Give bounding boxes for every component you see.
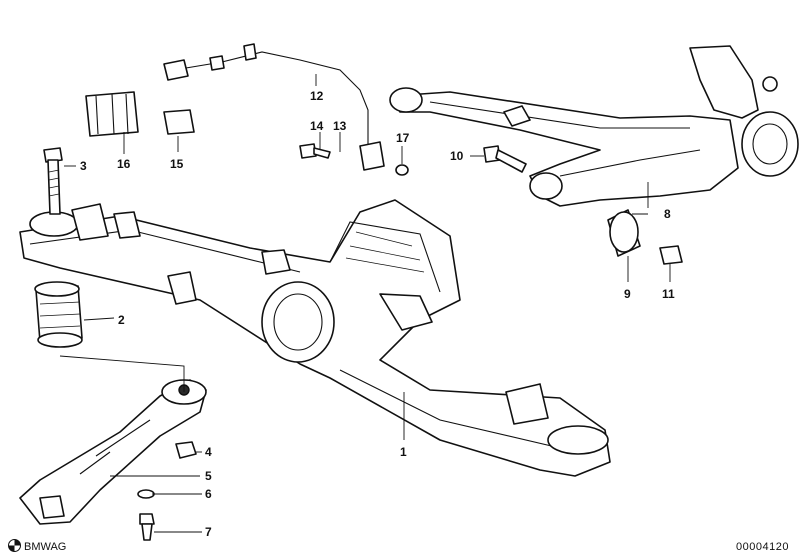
callout-13: 13 (333, 119, 347, 133)
callout-2: 2 (118, 313, 125, 327)
washer-6 (137, 489, 155, 499)
callout-3: 3 (80, 159, 87, 173)
bolt-14 (299, 143, 331, 159)
callout-5: 5 (205, 469, 212, 483)
callout-10: 10 (450, 149, 464, 163)
clip-15 (163, 109, 195, 135)
bolt-3 (43, 147, 63, 215)
axle-carrier (19, 199, 611, 477)
sensor-cable-12 (163, 43, 369, 148)
callout-16: 16 (117, 157, 131, 171)
callout-15: 15 (170, 157, 184, 171)
callout-4: 4 (205, 445, 212, 459)
ring-17 (395, 164, 409, 176)
callout-9: 9 (624, 287, 631, 301)
nut-11 (659, 245, 683, 265)
clip-16 (85, 91, 139, 137)
callout-7: 7 (205, 525, 212, 539)
trailing-arm (389, 45, 799, 207)
callout-14: 14 (310, 119, 324, 133)
sensor-13 (359, 141, 385, 171)
leader-lines (59, 74, 671, 533)
callout-8: 8 (664, 207, 671, 221)
bolt-7 (139, 513, 155, 541)
brand-footer: BMWAG (8, 539, 66, 553)
bmw-logo-icon (8, 539, 21, 552)
bolt-10 (483, 145, 527, 173)
callout-labels: 1 2 3 4 5 6 7 8 9 10 11 12 13 14 15 16 1… (80, 89, 675, 539)
nut-4 (175, 441, 197, 459)
callout-6: 6 (205, 487, 212, 501)
bushing-9 (607, 209, 641, 257)
brand-name: BMWAG (24, 541, 67, 553)
diagram-number: 00004120 (736, 541, 789, 553)
bracket-5 (19, 379, 207, 525)
callout-12: 12 (310, 89, 324, 103)
callout-17: 17 (396, 131, 410, 145)
callout-11: 11 (662, 287, 675, 301)
callout-1: 1 (400, 445, 407, 459)
rubber-mount (34, 281, 83, 348)
